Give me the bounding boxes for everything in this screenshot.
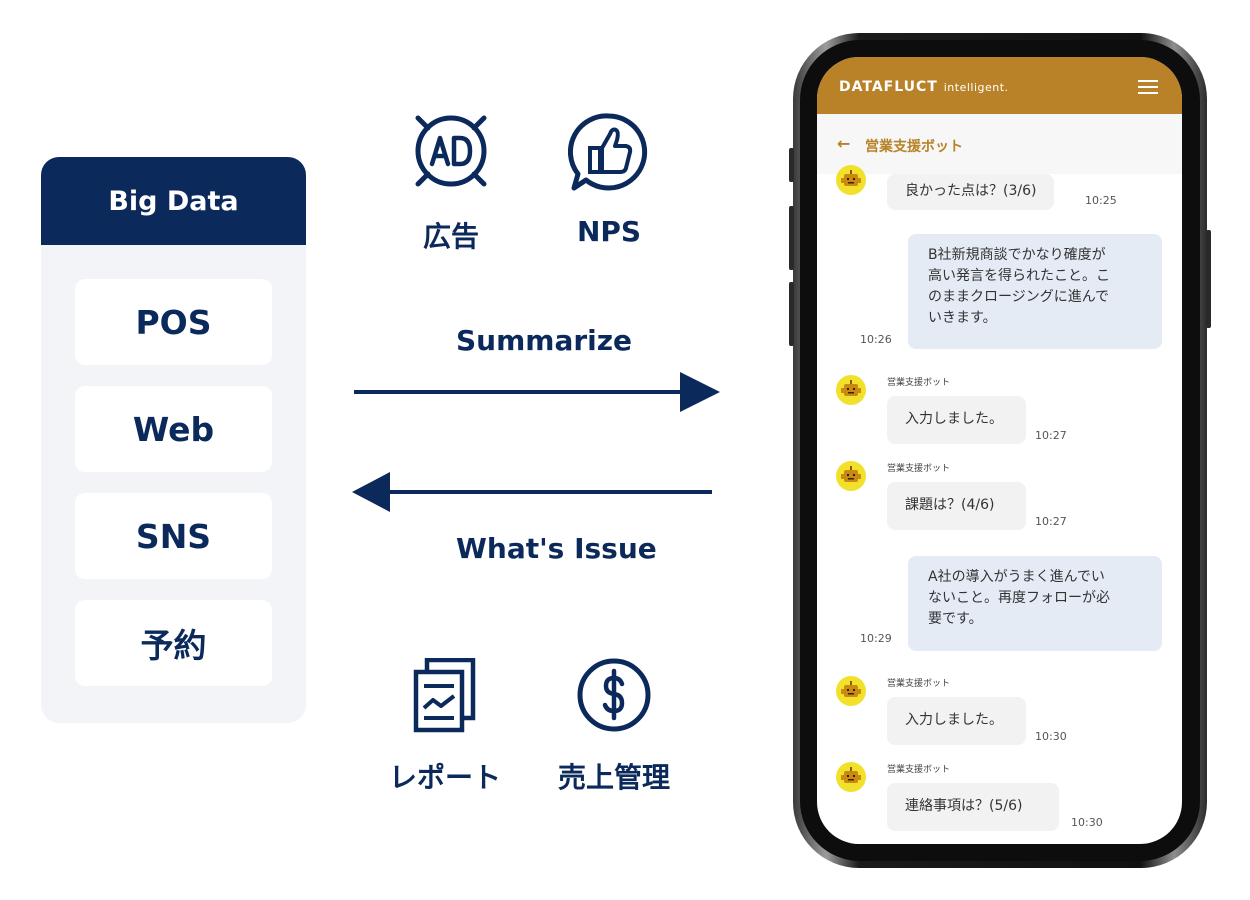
big-data-card: Big Data POS Web SNS 予約	[41, 157, 306, 723]
arrow-right-icon	[354, 372, 720, 412]
user-message: A社の導入がうまく進んでい ないこと。再度フォローが必 要です。	[908, 556, 1162, 651]
hamburger-menu-icon[interactable]	[1138, 80, 1158, 94]
bot-name: 営業支援ボット	[887, 765, 951, 775]
whats-issue-label: What's Issue	[456, 532, 657, 565]
bot-avatar	[836, 375, 866, 405]
message-time: 10:26	[860, 333, 892, 346]
thumbs-up-icon	[567, 112, 650, 194]
bot-message: 課題は？(4/6)	[887, 482, 1026, 530]
back-arrow-icon[interactable]: ←	[837, 134, 851, 153]
message-time: 10:30	[1071, 816, 1103, 829]
big-data-header: Big Data	[41, 157, 306, 245]
phone-volume-up	[789, 206, 794, 270]
source-web: Web	[75, 386, 272, 472]
chat-title: 営業支援ボット	[865, 139, 963, 155]
arrow-left-icon	[352, 472, 712, 512]
user-message: B社新規商談でかなり確度が 高い発言を得られたこと。こ のままクロージングに進ん…	[908, 234, 1162, 349]
source-reservation: 予約	[75, 600, 272, 686]
message-time: 10:25	[1085, 194, 1117, 207]
bot-name: 営業支援ボット	[887, 679, 951, 689]
summarize-label: Summarize	[456, 324, 633, 357]
app-header: DATAFLUCT intelligent.	[817, 57, 1182, 114]
bot-message: 入力しました。	[887, 396, 1026, 444]
message-time: 10:30	[1035, 730, 1067, 743]
report-icon	[413, 657, 477, 734]
message-time: 10:29	[860, 632, 892, 645]
report-label: レポート	[388, 761, 501, 794]
brand-logo: DATAFLUCT intelligent.	[839, 79, 1009, 95]
chat-titlebar: ← 営業支援ボット	[817, 114, 1182, 174]
message-time: 10:27	[1035, 429, 1067, 442]
bot-message: 連絡事項は？(5/6)	[887, 783, 1059, 831]
phone-volume-down	[789, 282, 794, 346]
dollar-icon	[575, 656, 653, 734]
phone-mute-switch	[789, 148, 794, 182]
ad-label: 広告	[422, 220, 479, 253]
bot-avatar	[836, 165, 866, 195]
bot-name: 営業支援ボット	[887, 378, 951, 388]
phone-power-button	[1206, 230, 1211, 328]
bot-avatar	[836, 762, 866, 792]
message-time: 10:27	[1035, 515, 1067, 528]
bot-message: 良かった点は？(3/6)	[887, 174, 1054, 210]
bot-message: 入力しました。	[887, 697, 1026, 745]
source-pos: POS	[75, 279, 272, 365]
ad-icon	[412, 112, 490, 190]
nps-label: NPS	[576, 215, 642, 248]
phone-screen: DATAFLUCT intelligent. ← 営業支援ボット 良かった点は？…	[817, 57, 1182, 844]
bot-avatar	[836, 676, 866, 706]
bot-name: 営業支援ボット	[887, 464, 951, 474]
source-sns: SNS	[75, 493, 272, 579]
bot-avatar	[836, 461, 866, 491]
sales-label: 売上管理	[557, 761, 670, 794]
